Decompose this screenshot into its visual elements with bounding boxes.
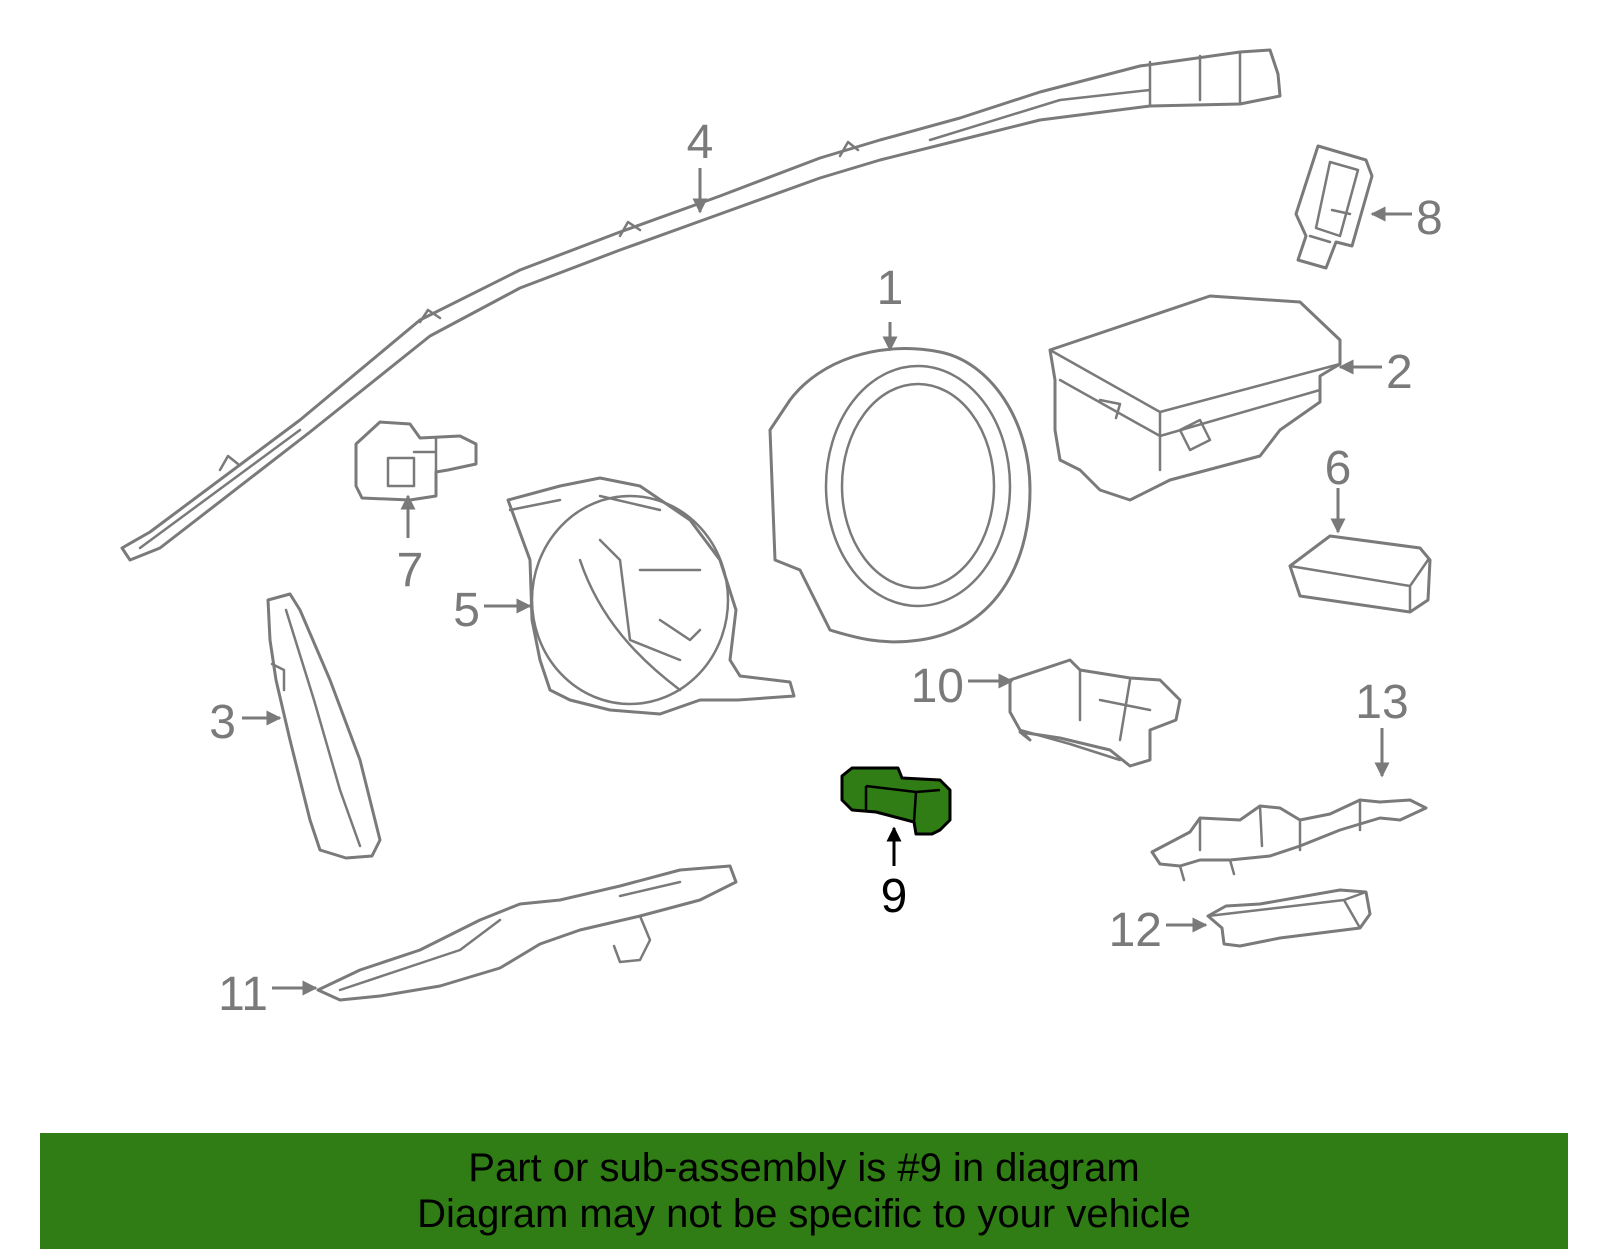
- part-12-module: [1206, 888, 1372, 948]
- part-8-sensor: [1294, 144, 1374, 270]
- part-5-clockspring: [506, 476, 796, 716]
- callout-4: 4: [687, 116, 714, 169]
- part-3-knee-airbag: [266, 592, 382, 860]
- callout-2: 2: [1386, 346, 1413, 399]
- callout-7: 7: [397, 544, 424, 597]
- callout-12: 12: [1109, 904, 1162, 957]
- info-banner: Part or sub-assembly is #9 in diagram Di…: [40, 1133, 1568, 1249]
- part-11-bracket: [316, 864, 738, 1002]
- callout-3: 3: [209, 696, 236, 749]
- callout-10: 10: [911, 660, 964, 713]
- callout-5: 5: [453, 584, 480, 637]
- leader-lines: [242, 168, 1412, 996]
- callout-9: 9: [881, 870, 908, 923]
- part-4-curtain-airbag: [120, 48, 1282, 562]
- callout-6: 6: [1325, 442, 1352, 495]
- part-9-sensor-highlighted: [840, 766, 952, 836]
- callout-8: 8: [1416, 192, 1443, 245]
- part-2-passenger-airbag: [1048, 294, 1342, 502]
- part-10-bracket: [1008, 658, 1182, 768]
- callout-11: 11: [218, 968, 268, 1021]
- banner-line-2: Diagram may not be specific to your vehi…: [417, 1192, 1191, 1236]
- part-1-driver-airbag: [768, 347, 1032, 644]
- callout-13: 13: [1355, 676, 1408, 729]
- banner-line-1: Part or sub-assembly is #9 in diagram: [468, 1146, 1140, 1190]
- parts-diagram: 1 2 3 4 5 6 7 8 9 10 11 12 13: [120, 48, 1443, 1021]
- part-6-module: [1288, 534, 1432, 614]
- part-7-sensor: [354, 420, 478, 502]
- part-13-bracket: [1150, 798, 1428, 882]
- callout-1: 1: [877, 262, 904, 315]
